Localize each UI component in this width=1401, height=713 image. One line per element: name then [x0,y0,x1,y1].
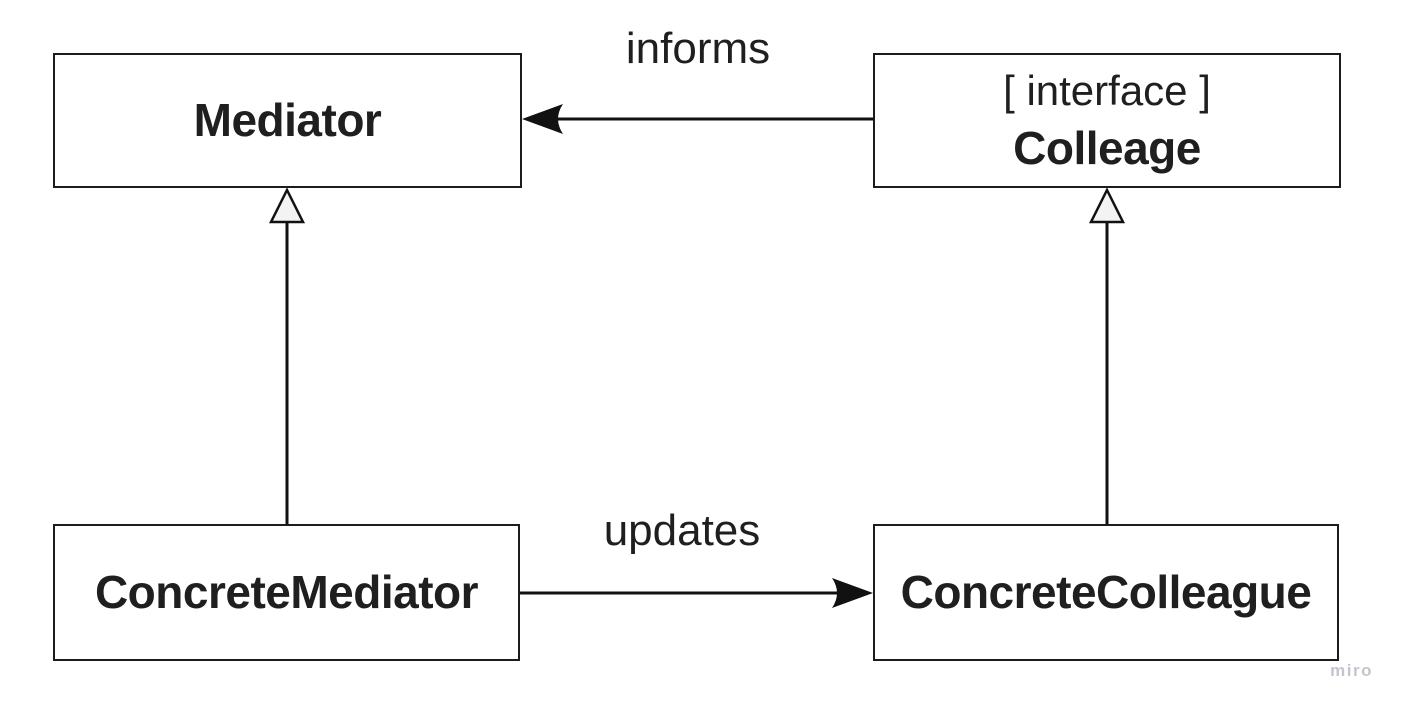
node-colleague-label: Colleage [1013,122,1201,175]
node-mediator[interactable]: Mediator [53,53,522,188]
miro-watermark: miro [1330,661,1373,680]
updates-arrowhead-icon [832,578,873,608]
node-concrete-mediator-label: ConcreteMediator [94,565,479,618]
node-colleague-interface[interactable]: [ interface ] Colleage [873,53,1341,188]
generalization-triangle-icon-colleague [1088,187,1126,224]
informs-arrowhead-icon [522,104,563,134]
node-colleague-stereotype: [ interface ] [1003,67,1211,115]
edge-label-informs: informs [625,24,771,73]
generalization-triangle-icon-mediator [268,187,306,224]
node-concrete-colleague-label: ConcreteColleague [900,565,1312,618]
node-concrete-mediator[interactable]: ConcreteMediator [53,524,520,661]
node-mediator-label: Mediator [193,93,382,146]
edge-label-updates: updates [603,506,761,555]
node-concrete-colleague[interactable]: ConcreteColleague [873,524,1339,661]
